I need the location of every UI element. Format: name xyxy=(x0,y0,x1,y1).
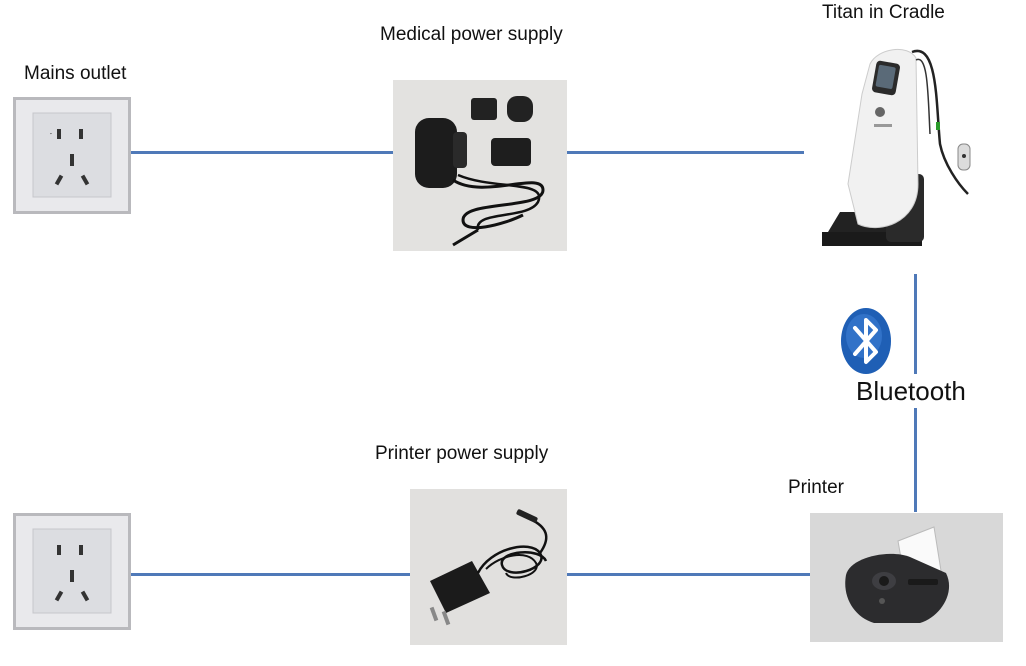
wire-outlet-to-medical-psu xyxy=(131,151,393,154)
printer-power-supply-image xyxy=(410,489,567,645)
titan-device-image xyxy=(818,34,983,262)
wire-printer-psu-to-printer xyxy=(567,573,810,576)
printer-icon xyxy=(810,513,1003,642)
wire-medical-psu-to-titan xyxy=(567,151,804,154)
power-outlet-icon xyxy=(13,513,131,630)
bluetooth-icon xyxy=(838,306,894,376)
medical-power-supply-label: Medical power supply xyxy=(380,24,563,45)
bluetooth-label: Bluetooth xyxy=(856,376,966,406)
medical-power-supply-image xyxy=(393,80,567,251)
wire-outlet-to-printer-psu xyxy=(131,573,410,576)
power-adapter-icon xyxy=(393,80,567,251)
printer-label: Printer xyxy=(788,477,844,498)
power-outlet-icon xyxy=(13,97,131,214)
wire-bluetooth-to-printer xyxy=(914,408,917,512)
power-adapter-icon xyxy=(410,489,567,645)
mains-outlet-label: Mains outlet xyxy=(24,63,127,84)
printer-image xyxy=(810,513,1003,642)
wire-titan-to-bluetooth xyxy=(914,274,917,374)
titan-device-icon xyxy=(822,48,971,246)
titan-in-cradle-label: Titan in Cradle xyxy=(822,2,945,23)
printer-power-supply-label: Printer power supply xyxy=(375,443,549,464)
